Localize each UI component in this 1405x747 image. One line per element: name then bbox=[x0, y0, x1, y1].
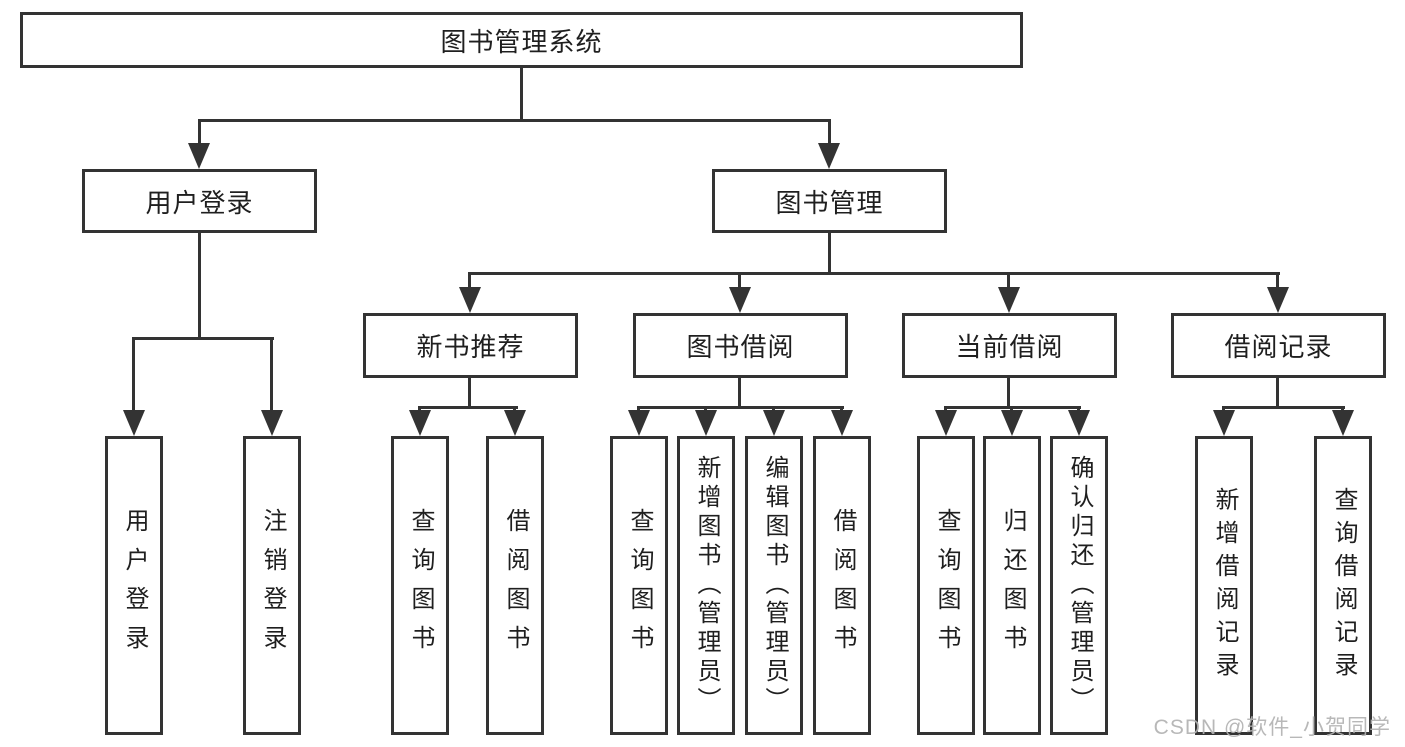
node-label: 查询图书 bbox=[933, 507, 960, 664]
node-book-management: 图书管理 bbox=[712, 169, 947, 233]
connector-line bbox=[468, 378, 471, 409]
node-label: 归还图书 bbox=[999, 507, 1026, 664]
node-borrowing-records: 借阅记录 bbox=[1171, 313, 1386, 378]
arrow-down-icon bbox=[459, 287, 481, 313]
node-label: 查询图书 bbox=[407, 507, 434, 664]
node-new-book-recommendation: 新书推荐 bbox=[363, 313, 578, 378]
node-label: 新书推荐 bbox=[416, 332, 525, 362]
connector-line bbox=[738, 272, 741, 290]
connector-line bbox=[1276, 378, 1279, 409]
node-label: 图书管理 bbox=[775, 187, 884, 218]
node-label: 当前借阅 bbox=[955, 332, 1064, 362]
connector-line bbox=[418, 406, 518, 409]
node-book-borrowing: 图书借阅 bbox=[633, 313, 848, 378]
connector-line bbox=[1276, 272, 1279, 290]
connector-line bbox=[198, 119, 831, 122]
connector-line bbox=[468, 272, 1280, 275]
node-label: 借阅图书 bbox=[829, 507, 856, 664]
leaf-add-books-admin: 新增图书（管理员） bbox=[677, 436, 735, 735]
arrow-down-icon bbox=[1213, 410, 1235, 436]
node-label: 借阅记录 bbox=[1224, 332, 1333, 362]
arrow-down-icon bbox=[628, 410, 650, 436]
arrow-down-icon bbox=[831, 410, 853, 436]
connector-line bbox=[1007, 272, 1010, 290]
connector-line bbox=[132, 337, 135, 412]
connector-line bbox=[828, 119, 831, 147]
arrow-down-icon bbox=[998, 287, 1020, 313]
node-library-management-system: 图书管理系统 bbox=[20, 12, 1023, 68]
connector-line bbox=[198, 119, 201, 147]
connector-line bbox=[637, 406, 844, 409]
connector-line bbox=[468, 272, 471, 290]
connector-line bbox=[738, 378, 741, 409]
leaf-borrow-books-recommend: 借阅图书 bbox=[486, 436, 544, 735]
leaf-query-books-current: 查询图书 bbox=[917, 436, 975, 735]
node-label: 借阅图书 bbox=[502, 507, 529, 664]
leaf-logout: 注销登录 bbox=[243, 436, 301, 735]
arrow-down-icon bbox=[935, 410, 957, 436]
leaf-query-books-recommend: 查询图书 bbox=[391, 436, 449, 735]
arrow-down-icon bbox=[729, 287, 751, 313]
leaf-return-books: 归还图书 bbox=[983, 436, 1041, 735]
node-label: 用户登录 bbox=[145, 187, 254, 218]
arrow-down-icon bbox=[1068, 410, 1090, 436]
node-label: 编辑图书（管理员） bbox=[761, 455, 788, 716]
arrow-down-icon bbox=[504, 410, 526, 436]
arrow-down-icon bbox=[188, 143, 210, 169]
connector-line bbox=[270, 337, 273, 412]
node-label: 用户登录 bbox=[121, 507, 148, 664]
leaf-user-login: 用户登录 bbox=[105, 436, 163, 735]
arrow-down-icon bbox=[695, 410, 717, 436]
node-label: 注销登录 bbox=[259, 507, 286, 664]
node-user-login: 用户登录 bbox=[82, 169, 317, 233]
arrow-down-icon bbox=[763, 410, 785, 436]
connector-line bbox=[1007, 378, 1010, 409]
connector-line bbox=[520, 68, 523, 122]
connector-line bbox=[132, 337, 274, 340]
csdn-watermark: CSDN @软件_小贺同学 bbox=[1153, 716, 1391, 739]
arrow-down-icon bbox=[409, 410, 431, 436]
node-label: 查询借阅记录 bbox=[1330, 486, 1357, 685]
node-current-borrowing: 当前借阅 bbox=[902, 313, 1117, 378]
connector-line bbox=[828, 233, 831, 275]
connector-line bbox=[198, 233, 201, 339]
arrow-down-icon bbox=[1332, 410, 1354, 436]
leaf-add-borrow-record: 新增借阅记录 bbox=[1195, 436, 1253, 735]
arrow-down-icon bbox=[1267, 287, 1289, 313]
node-label: 查询图书 bbox=[626, 507, 653, 664]
arrow-down-icon bbox=[123, 410, 145, 436]
leaf-borrow-books: 借阅图书 bbox=[813, 436, 871, 735]
leaf-edit-books-admin: 编辑图书（管理员） bbox=[745, 436, 803, 735]
connector-line bbox=[1222, 406, 1345, 409]
arrow-down-icon bbox=[1001, 410, 1023, 436]
leaf-query-borrow-record: 查询借阅记录 bbox=[1314, 436, 1372, 735]
node-label: 新增借阅记录 bbox=[1211, 486, 1238, 685]
arrow-down-icon bbox=[818, 143, 840, 169]
arrow-down-icon bbox=[261, 410, 283, 436]
node-label: 确认归还（管理员） bbox=[1066, 455, 1093, 716]
node-label: 图书借阅 bbox=[686, 332, 795, 362]
leaf-confirm-return-admin: 确认归还（管理员） bbox=[1050, 436, 1108, 735]
leaf-query-books-borrowing: 查询图书 bbox=[610, 436, 668, 735]
node-label: 图书管理系统 bbox=[440, 26, 603, 57]
node-label: 新增图书（管理员） bbox=[693, 455, 720, 716]
